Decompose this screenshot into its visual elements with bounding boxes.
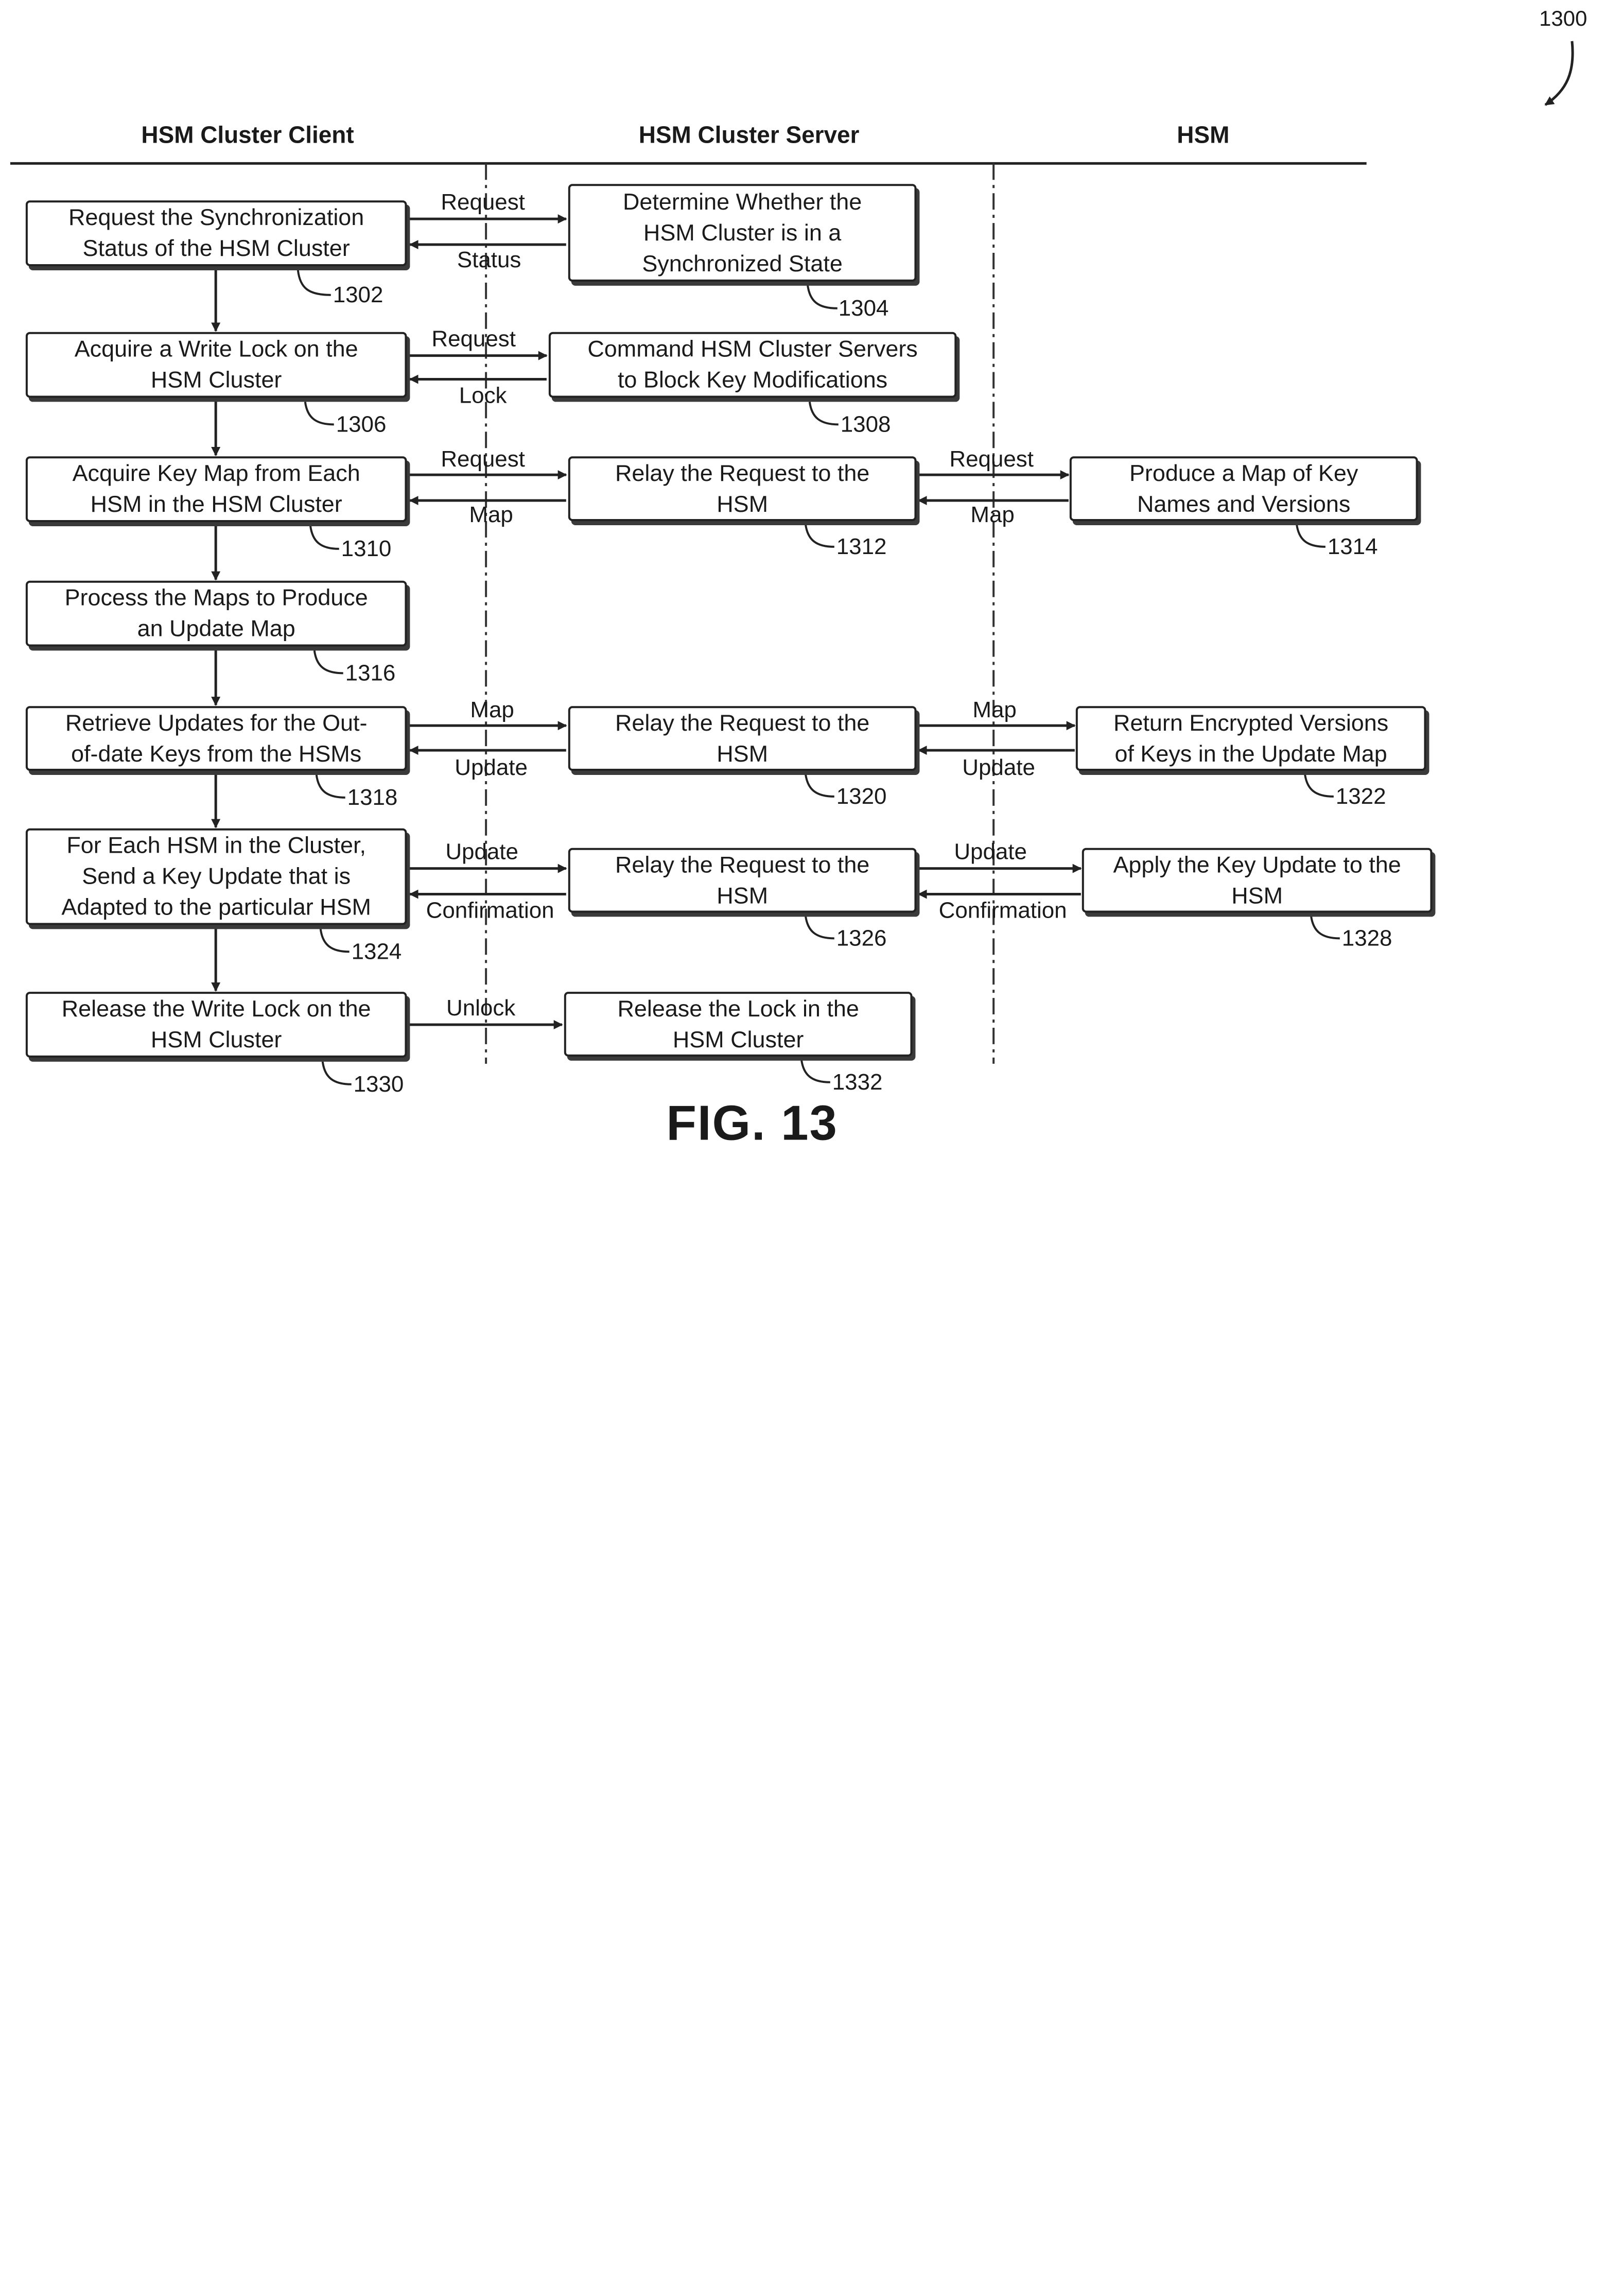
step-box-1302: Request the Synchronization Status of th…: [26, 200, 407, 266]
ref-leader-1308: [810, 402, 839, 424]
msg-label-request-2: Request: [431, 328, 516, 351]
step-text-1302: Request the Synchronization Status of th…: [68, 202, 364, 264]
step-text-1330: Release the Write Lock on the HSM Cluste…: [62, 994, 371, 1056]
step-text-1318: Retrieve Updates for the Out- of-date Ke…: [65, 707, 368, 769]
msg-label-unlock: Unlock: [446, 997, 515, 1020]
step-box-1320: Relay the Request to the HSM: [568, 706, 917, 771]
step-box-1324: For Each HSM in the Cluster, Send a Key …: [26, 828, 407, 925]
connector-layer: [0, 0, 1604, 1151]
step-text-1324: For Each HSM in the Cluster, Send a Key …: [61, 831, 371, 923]
ref-leader-1318: [317, 775, 345, 798]
msg-label-update-4: Update: [455, 756, 528, 779]
step-ref-1320: 1320: [836, 785, 887, 808]
step-box-1304: Determine Whether the HSM Cluster is in …: [568, 184, 917, 282]
msg-label-update-4b: Update: [962, 756, 1035, 779]
step-text-1310: Acquire Key Map from Each HSM in the HSM…: [73, 458, 360, 520]
msg-label-request-1: Request: [441, 191, 525, 214]
step-ref-1318: 1318: [347, 786, 398, 809]
ref-leader-1330: [323, 1062, 352, 1084]
figure-ref-number: 1300: [1539, 8, 1587, 30]
step-ref-1314: 1314: [1328, 536, 1378, 558]
ref-leader-1326: [806, 916, 834, 938]
step-text-1304: Determine Whether the HSM Cluster is in …: [623, 186, 862, 279]
step-box-1310: Acquire Key Map from Each HSM in the HSM…: [26, 456, 407, 522]
step-ref-1332: 1332: [832, 1071, 883, 1094]
ref-leader-1332: [801, 1060, 830, 1082]
ref-leader-1302: [298, 270, 331, 295]
step-box-1332: Release the Lock in the HSM Cluster: [564, 992, 913, 1057]
step-text-1306: Acquire a Write Lock on the HSM Cluster: [75, 334, 358, 396]
ref-leader-1310: [310, 525, 339, 549]
figure-ref-arrow: [1545, 41, 1573, 105]
ref-leader-1304: [808, 285, 838, 308]
step-ref-1326: 1326: [836, 927, 887, 950]
lane-header-server: HSM Cluster Server: [639, 124, 860, 147]
step-box-1330: Release the Write Lock on the HSM Cluste…: [26, 992, 407, 1058]
msg-label-confirmation-5: Confirmation: [426, 900, 554, 922]
step-ref-1330: 1330: [354, 1073, 404, 1096]
step-box-1328: Apply the Key Update to the HSM: [1082, 848, 1433, 913]
msg-label-lock: Lock: [459, 385, 507, 407]
msg-label-map-4: Map: [470, 699, 514, 721]
step-box-1306: Acquire a Write Lock on the HSM Cluster: [26, 332, 407, 398]
step-text-1322: Return Encrypted Versions of Keys in the…: [1113, 707, 1388, 769]
ref-leader-1324: [321, 929, 350, 952]
ref-leader-1328: [1311, 916, 1340, 938]
msg-label-update-5: Update: [445, 841, 518, 864]
step-box-1322: Return Encrypted Versions of Keys in the…: [1076, 706, 1426, 771]
msg-label-map-4b: Map: [972, 699, 1016, 721]
step-text-1314: Produce a Map of Key Names and Versions: [1129, 458, 1358, 520]
step-box-1316: Process the Maps to Produce an Update Ma…: [26, 581, 407, 647]
msg-label-status: Status: [457, 249, 521, 271]
step-text-1320: Relay the Request to the HSM: [615, 707, 869, 769]
msg-label-map-3: Map: [469, 504, 513, 526]
step-text-1326: Relay the Request to the HSM: [615, 850, 869, 911]
step-ref-1322: 1322: [1336, 785, 1386, 808]
step-ref-1324: 1324: [352, 940, 402, 963]
step-ref-1306: 1306: [336, 413, 387, 436]
step-text-1328: Apply the Key Update to the HSM: [1113, 850, 1401, 911]
step-box-1326: Relay the Request to the HSM: [568, 848, 917, 913]
msg-label-map-3b: Map: [970, 504, 1014, 526]
ref-leader-1322: [1305, 774, 1334, 797]
ref-leader-1314: [1297, 524, 1326, 547]
msg-label-update-5b: Update: [954, 841, 1027, 864]
msg-label-request-3b: Request: [949, 448, 1034, 471]
ref-leader-1316: [315, 650, 343, 673]
step-box-1314: Produce a Map of Key Names and Versions: [1070, 456, 1418, 521]
step-text-1308: Command HSM Cluster Servers to Block Key…: [587, 334, 917, 396]
ref-leader-1306: [305, 402, 334, 424]
step-ref-1302: 1302: [333, 284, 383, 306]
step-box-1318: Retrieve Updates for the Out- of-date Ke…: [26, 706, 407, 771]
lane-header-client: HSM Cluster Client: [141, 124, 354, 147]
step-text-1332: Release the Lock in the HSM Cluster: [617, 993, 859, 1055]
step-ref-1328: 1328: [1342, 927, 1392, 950]
step-box-1308: Command HSM Cluster Servers to Block Key…: [549, 332, 956, 398]
ref-leader-1312: [806, 524, 834, 547]
figure-label: FIG. 13: [666, 1100, 838, 1149]
lane-header-hsm: HSM: [1177, 124, 1229, 147]
msg-label-request-3: Request: [441, 448, 525, 471]
step-text-1312: Relay the Request to the HSM: [615, 458, 869, 520]
step-ref-1304: 1304: [839, 297, 889, 320]
msg-label-confirmation-5b: Confirmation: [939, 900, 1067, 922]
step-ref-1308: 1308: [841, 413, 891, 436]
step-box-1312: Relay the Request to the HSM: [568, 456, 917, 521]
step-ref-1310: 1310: [341, 538, 392, 560]
step-ref-1312: 1312: [836, 536, 887, 558]
ref-leader-1320: [806, 774, 834, 797]
step-text-1316: Process the Maps to Produce an Update Ma…: [65, 583, 368, 645]
step-ref-1316: 1316: [345, 662, 396, 684]
